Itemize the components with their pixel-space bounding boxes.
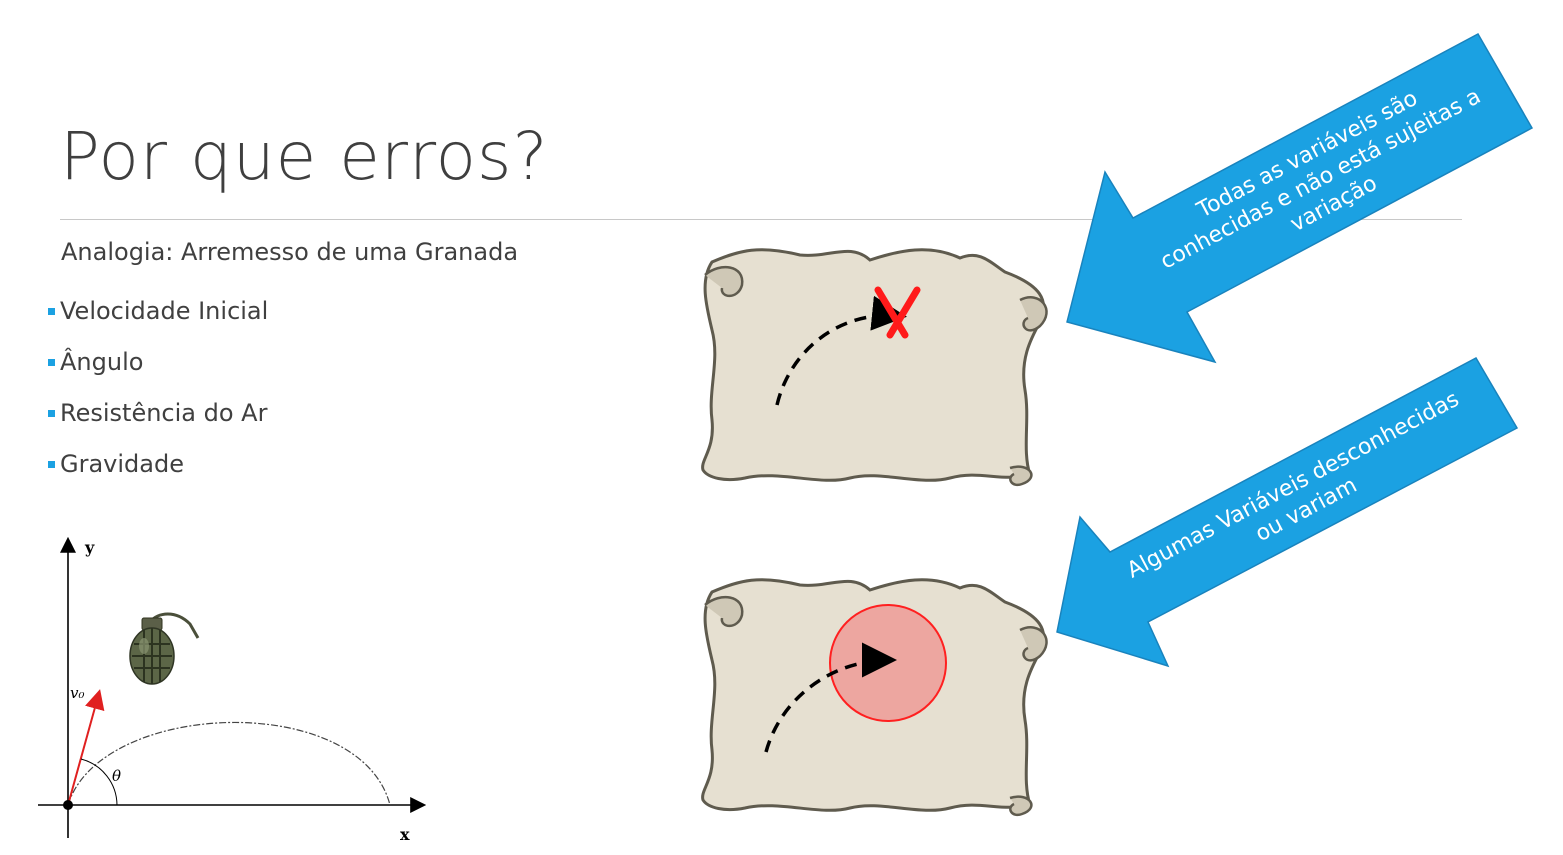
callout-bottom: Algumas Variáveis desconhecidas ou varia… [1056, 357, 1519, 668]
bullet-item: Gravidade [48, 438, 268, 489]
callout-bottom-line-1: Algumas Variáveis desconhecidas [1123, 387, 1463, 584]
arrow-callout-icon [1056, 357, 1519, 668]
bullet-item: Ângulo [48, 336, 268, 387]
bullet-item: Velocidade Inicial [48, 285, 268, 336]
arrow-callout-icon [1066, 32, 1534, 364]
throw-arc-bottom [764, 642, 897, 753]
angle-label: θ [112, 767, 121, 785]
bullet-text: Ângulo [60, 347, 144, 376]
title-divider [60, 219, 1462, 220]
y-axis-label: y [84, 538, 95, 557]
trajectory-path [67, 721, 391, 806]
scroll-map-bottom [701, 578, 1048, 817]
subtitle: Analogia: Arremesso de uma Granada [61, 238, 519, 266]
bullet-square-icon [48, 410, 55, 417]
throw-arc-top [775, 295, 907, 406]
bullet-list: Velocidade Inicial Ângulo Resistência do… [48, 285, 268, 489]
x-axis-label: x [400, 825, 410, 844]
scroll-map-top [701, 248, 1048, 487]
angle-arc [80, 758, 118, 806]
origin-point [63, 800, 73, 810]
scroll-map-icon [701, 248, 1046, 482]
dispersion-circle [829, 604, 947, 722]
velocity-label: v₀ [70, 684, 85, 702]
bullet-item: Resistência do Ar [48, 387, 268, 438]
bullet-square-icon [48, 359, 55, 366]
projectile-diagram: y x v₀ θ [38, 536, 427, 844]
bullet-text: Velocidade Inicial [60, 296, 269, 325]
bullet-square-icon [48, 461, 55, 468]
bullet-text: Gravidade [60, 449, 184, 478]
grenade-icon [129, 612, 200, 685]
bullet-square-icon [48, 308, 55, 315]
velocity-vector [67, 689, 105, 806]
page-title: Por que erros? [60, 118, 549, 195]
callout-top: Todas as variáveis são conhecidas e não … [1066, 32, 1534, 364]
target-x-icon [874, 286, 921, 339]
bullet-text: Resistência do Ar [60, 398, 268, 427]
